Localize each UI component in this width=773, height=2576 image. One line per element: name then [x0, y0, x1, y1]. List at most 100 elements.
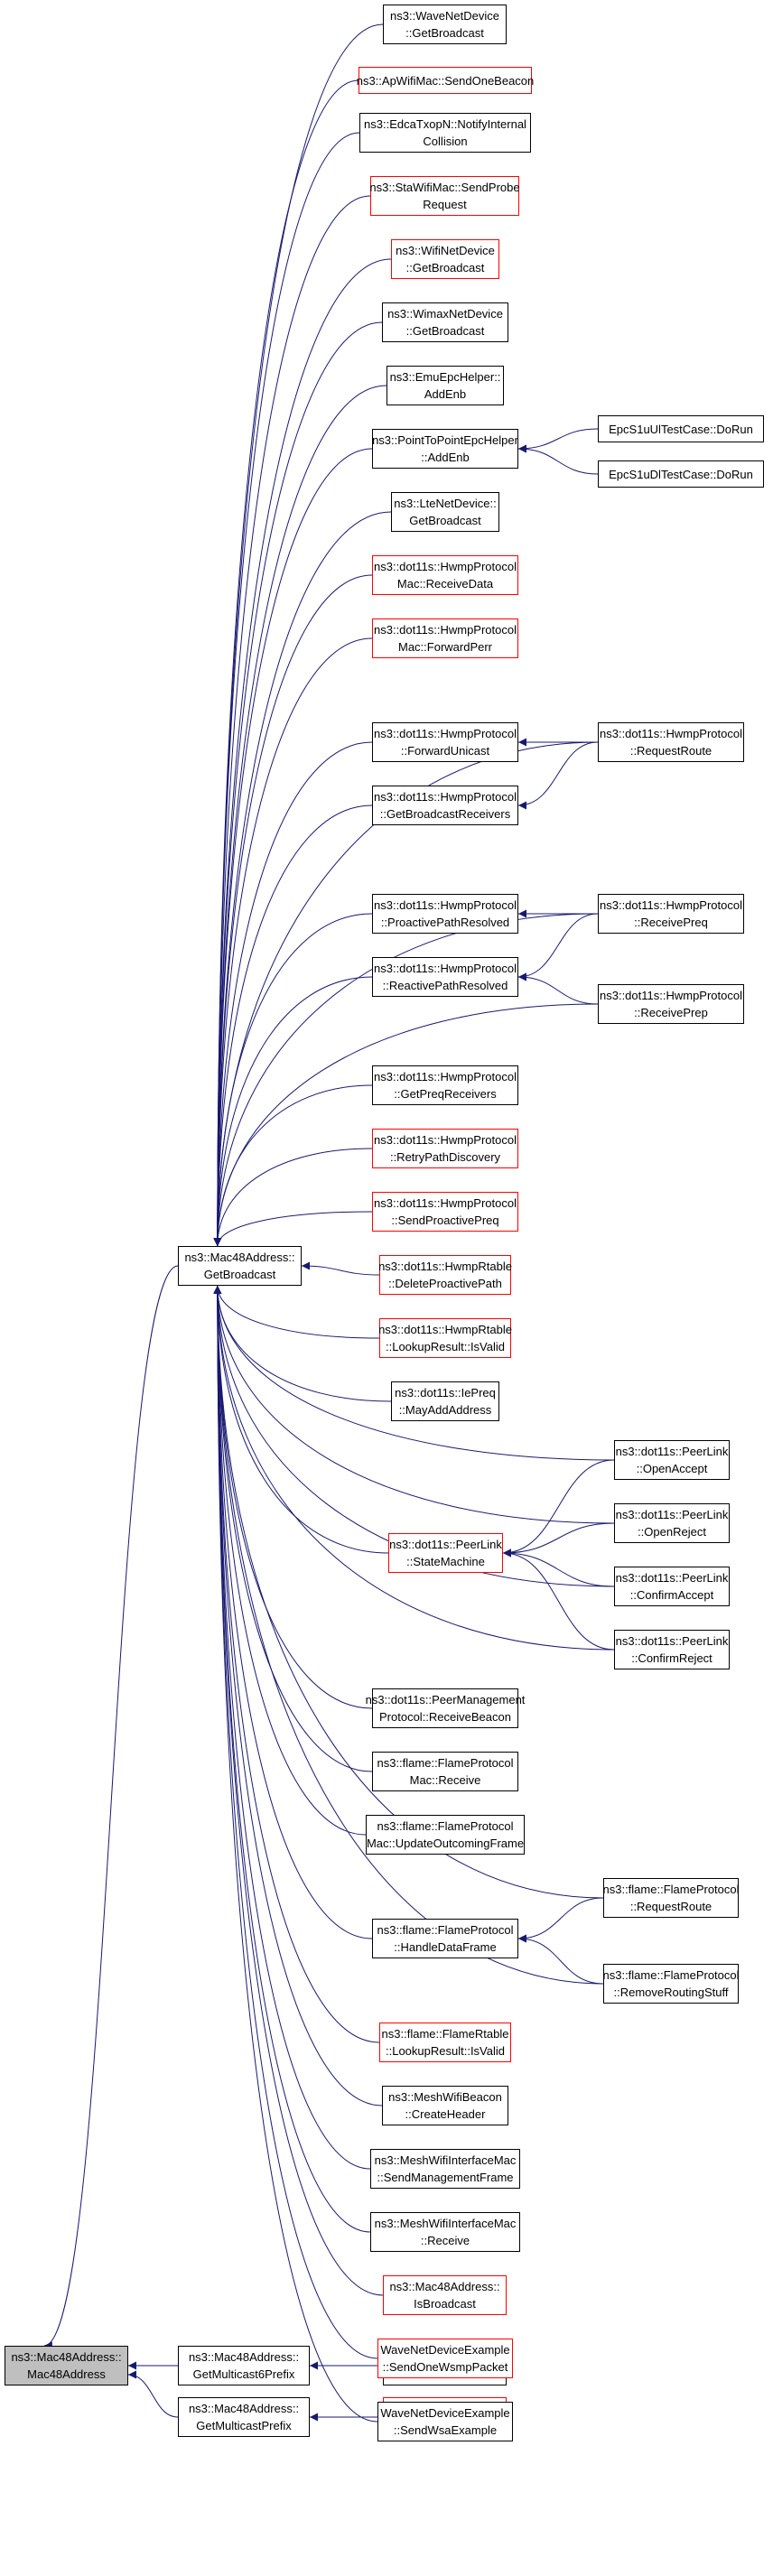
node-c21[interactable]: ns3::dot11s::IePreq::MayAddAddress — [391, 1381, 499, 1421]
edge-c15-to-n_gb — [213, 976, 373, 1247]
node-label: GetMulticastPrefix — [196, 2419, 292, 2432]
node-label: ns3::dot11s::PeerLink — [615, 1445, 729, 1458]
node-label: Request — [423, 198, 467, 211]
edge-d5-to-c15 — [517, 972, 599, 1005]
edge-c13-to-n_gb — [213, 804, 373, 1247]
node-label: ns3::WimaxNetDevice — [387, 307, 503, 321]
edge-n_gb-to-n_mac48 — [43, 1265, 179, 2350]
node-label: ns3::MeshWifiInterfaceMac — [374, 2217, 517, 2230]
node-label: ::ConfirmReject — [631, 1651, 712, 1665]
node-label: Mac48Address — [27, 2367, 106, 2381]
node-c18[interactable]: ns3::dot11s::HwmpProtocol::SendProactive… — [372, 1192, 518, 1232]
edge-c11-to-n_gb — [213, 637, 373, 1247]
edge-d4-to-c15 — [517, 913, 599, 981]
edge-d5-to-n_gb — [213, 1003, 599, 1247]
node-n_gb[interactable]: ns3::Mac48Address::GetBroadcast — [178, 1246, 302, 1286]
edge-d10-to-c26 — [517, 1897, 604, 1943]
node-d11[interactable]: ns3::flame::FlameProtocol::RemoveRouting… — [603, 1964, 740, 2004]
node-c8[interactable]: ns3::PointToPointEpcHelper::AddEnb — [372, 429, 518, 469]
node-d2[interactable]: EpcS1uDlTestCase::DoRun — [598, 460, 764, 488]
node-n_gm6p[interactable]: ns3::Mac48Address::GetMulticast6Prefix — [178, 2346, 310, 2385]
edge-c14-to-n_gb — [213, 913, 373, 1247]
node-c16[interactable]: ns3::dot11s::HwmpProtocol::GetPreqReceiv… — [372, 1065, 518, 1105]
node-d3[interactable]: ns3::dot11s::HwmpProtocol::RequestRoute — [598, 722, 744, 762]
node-label: WaveNetDeviceExample — [380, 2343, 510, 2357]
node-d4[interactable]: ns3::dot11s::HwmpProtocol::ReceivePreq — [598, 894, 744, 934]
edge-d7-to-n_gb — [213, 1285, 615, 1524]
node-c20[interactable]: ns3::dot11s::HwmpRtable::LookupResult::I… — [378, 1318, 512, 1358]
node-label: ::GetPreqReceivers — [394, 1087, 497, 1101]
node-c17[interactable]: ns3::dot11s::HwmpProtocol::RetryPathDisc… — [372, 1129, 518, 1168]
node-d10[interactable]: ns3::flame::FlameProtocol::RequestRoute — [603, 1878, 740, 1918]
edge-c23-to-n_gb — [213, 1285, 373, 1709]
node-n_gmp[interactable]: ns3::Mac48Address::GetMulticastPrefix — [178, 2397, 310, 2437]
node-c7[interactable]: ns3::EmuEpcHelper::AddEnb — [386, 366, 504, 405]
node-label: ::SendProactivePreq — [391, 1214, 499, 1227]
node-c1[interactable]: ns3::WaveNetDevice::GetBroadcast — [383, 5, 507, 44]
node-label: ns3::dot11s::HwmpProtocol — [374, 790, 517, 804]
node-c6[interactable]: ns3::WimaxNetDevice::GetBroadcast — [382, 302, 508, 342]
node-label: ::GetBroadcastReceivers — [379, 807, 511, 821]
node-c26[interactable]: ns3::flame::FlameProtocol::HandleDataFra… — [372, 1919, 518, 1958]
node-c28[interactable]: ns3::MeshWifiBeacon::CreateHeader — [382, 2086, 508, 2125]
edge-d11-to-c26 — [517, 1934, 604, 1985]
node-label: ::SendManagementFrame — [377, 2171, 514, 2184]
edge-c16-to-n_gb — [213, 1084, 373, 1247]
edge-c2-to-n_gb — [213, 79, 359, 1247]
node-label: ::GetBroadcast — [405, 324, 485, 338]
node-c31[interactable]: ns3::Mac48Address::IsBroadcast — [383, 2275, 507, 2315]
node-label: GetMulticast6Prefix — [192, 2367, 295, 2381]
node-c27[interactable]: ns3::flame::FlameRtable::LookupResult::I… — [379, 2023, 511, 2062]
node-label: ns3::WifiNetDevice — [396, 244, 495, 257]
node-c13[interactable]: ns3::dot11s::HwmpProtocol::GetBroadcastR… — [372, 786, 518, 825]
node-label: ns3::dot11s::HwmpProtocol — [374, 898, 517, 912]
edge-c33-to-n_gb — [213, 1285, 378, 2423]
node-c22[interactable]: ns3::dot11s::PeerLink::StateMachine — [388, 1533, 503, 1573]
node-label: ns3::dot11s::HwmpProtocol — [374, 560, 517, 573]
node-c14[interactable]: ns3::dot11s::HwmpProtocol::ProactivePath… — [372, 894, 518, 934]
node-d8[interactable]: ns3::dot11s::PeerLink::ConfirmAccept — [614, 1567, 730, 1606]
node-c2[interactable]: ns3::ApWifiMac::SendOneBeacon — [357, 67, 534, 94]
node-label: GetBroadcast — [409, 514, 481, 527]
node-c30[interactable]: ns3::MeshWifiInterfaceMac::Receive — [370, 2212, 520, 2252]
edge-d2-to-c8 — [517, 444, 599, 475]
edge-c24-to-n_gb — [213, 1285, 373, 1772]
node-d1[interactable]: EpcS1uUlTestCase::DoRun — [598, 415, 764, 442]
node-d9[interactable]: ns3::dot11s::PeerLink::ConfirmReject — [614, 1630, 730, 1669]
edge-d6-to-n_gb — [213, 1285, 615, 1461]
node-label: ns3::dot11s::HwmpRtable — [378, 1323, 512, 1336]
edge-d1-to-c8 — [517, 428, 599, 453]
node-c33[interactable]: WaveNetDeviceExample::SendWsaExample — [377, 2402, 513, 2441]
node-c5[interactable]: ns3::WifiNetDevice::GetBroadcast — [391, 239, 499, 279]
node-label: ns3::dot11s::PeerLink — [389, 1538, 502, 1551]
node-label: ::DeleteProactivePath — [388, 1277, 502, 1290]
node-label: ns3::Mac48Address:: — [188, 2402, 300, 2415]
node-d6[interactable]: ns3::dot11s::PeerLink::OpenAccept — [614, 1440, 730, 1480]
node-label: ::ForwardUnicast — [400, 744, 490, 758]
node-label: ns3::EdcaTxopN::NotifyInternal — [364, 117, 526, 131]
node-d7[interactable]: ns3::dot11s::PeerLink::OpenReject — [614, 1503, 730, 1543]
node-c15[interactable]: ns3::dot11s::HwmpProtocol::ReactivePathR… — [372, 957, 518, 997]
edge-d10-to-n_gb — [213, 1285, 604, 1899]
node-c19[interactable]: ns3::dot11s::HwmpRtable::DeleteProactive… — [378, 1255, 512, 1295]
node-d5[interactable]: ns3::dot11s::HwmpProtocol::ReceivePrep — [598, 984, 744, 1024]
edge-c22-to-n_gb — [213, 1285, 389, 1554]
node-label: ns3::dot11s::HwmpProtocol — [374, 1133, 517, 1147]
edge-c4-to-n_gb — [213, 195, 371, 1247]
node-label: ns3::dot11s::HwmpProtocol — [600, 989, 742, 1002]
node-label: ::GetBroadcast — [405, 26, 484, 40]
node-c29[interactable]: ns3::MeshWifiInterfaceMac::SendManagemen… — [370, 2149, 520, 2189]
node-c12[interactable]: ns3::dot11s::HwmpProtocol::ForwardUnicas… — [372, 722, 518, 762]
node-c32[interactable]: WaveNetDeviceExample::SendOneWsmpPacket — [377, 2339, 513, 2378]
node-label: ::OpenReject — [638, 1525, 706, 1539]
node-c9[interactable]: ns3::LteNetDevice::GetBroadcast — [391, 492, 499, 532]
node-label: ns3::EmuEpcHelper:: — [389, 370, 501, 384]
